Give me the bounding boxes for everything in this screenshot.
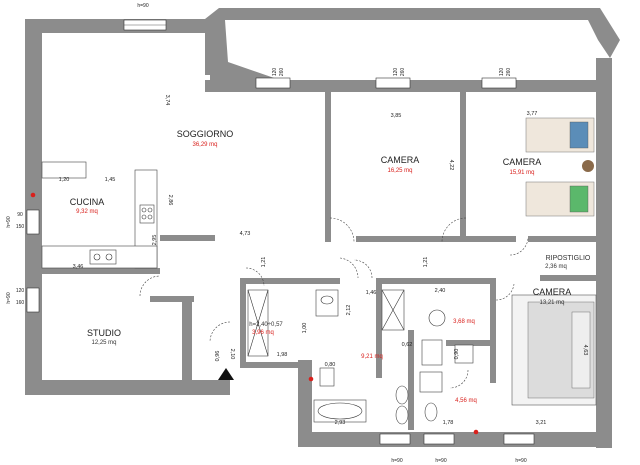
dim-473: 4,73 <box>240 231 251 237</box>
dim-293: 2,93 <box>335 420 346 426</box>
dim-096: 0,96 <box>215 351 221 362</box>
kitchen-counter <box>41 161 158 269</box>
window-bot-2: h=90 <box>435 458 446 464</box>
window-left2-h: h=90 <box>6 292 12 303</box>
room-area-cucina: 9,32 mq <box>76 209 98 215</box>
room-area-bagno-d: 4,56 mq <box>455 398 477 404</box>
dim-062: 0,62 <box>402 342 413 348</box>
room-area-camera-2: 15,91 mq <box>509 170 534 176</box>
window-left1-a: 90 <box>17 212 23 218</box>
window-1-b: 260 <box>279 68 285 77</box>
room-area-bagno-a: 3,96 mq <box>252 330 274 336</box>
dim-178: 1,78 <box>443 420 454 426</box>
dim-295: 2,95 <box>152 235 158 246</box>
dim-385: 3,85 <box>391 113 402 119</box>
dim-346: 3,46 <box>73 264 84 270</box>
dim-463: 4,63 <box>582 345 588 356</box>
beds <box>511 117 597 406</box>
dim-210: 2,10 <box>229 349 235 360</box>
window-left2-b: 160 <box>16 300 25 306</box>
dim-377: 3,77 <box>527 111 538 117</box>
room-name-camera-1: CAMERA <box>381 155 420 165</box>
dim-146: 1,46 <box>366 290 377 296</box>
room-area-soggiorno: 36,29 mq <box>192 142 217 148</box>
room-name-camera-2: CAMERA <box>503 157 542 167</box>
room-labels: SOGGIORNO 36,29 mq CUCINA 9,32 mq STUDIO… <box>70 129 591 404</box>
window-2-b: 260 <box>400 68 406 77</box>
dim-100: 1,00 <box>302 323 308 334</box>
dim-240: 2,40 <box>435 288 446 294</box>
room-area-camera-1: 16,25 mq <box>387 168 412 174</box>
dim-286: 2,86 <box>167 195 173 206</box>
room-name-studio: STUDIO <box>87 328 121 338</box>
dim-198: 1,98 <box>277 352 288 358</box>
door-swings <box>139 217 529 389</box>
dim-212: 2,12 <box>346 305 352 316</box>
window-left2-a: 120 <box>16 288 25 294</box>
room-name-camera-3: CAMERA <box>533 287 572 297</box>
dimension-labels: 3,74 3,85 3,77 4,22 4,73 3,46 1,20 1,45 … <box>59 95 588 426</box>
dim-374: 3,74 <box>164 95 170 106</box>
room-name-soggiorno: SOGGIORNO <box>177 129 234 139</box>
window-bot-1: h=90 <box>391 458 402 464</box>
dim-422: 4,22 <box>448 160 454 171</box>
room-area-studio: 12,25 mq <box>91 340 116 346</box>
dim-090: 0,90 <box>454 349 460 360</box>
room-name-ripostiglio: RIPOSTIGLIO <box>546 255 591 262</box>
dim-321: 3,21 <box>536 420 547 426</box>
dim-121-b: 1,21 <box>423 257 429 268</box>
room-area-bagno-c: 3,68 mq <box>453 319 475 325</box>
bagno-a-note: h=2,40÷0,57 <box>249 322 283 328</box>
window-top-h: h=90 <box>137 3 148 9</box>
window-left1-b: 150 <box>16 224 25 230</box>
dim-080: 0,80 <box>325 362 336 368</box>
inner-walls <box>42 92 598 430</box>
room-area-camera-3: 13,21 mq <box>539 300 564 306</box>
window-bot-3: h=90 <box>515 458 526 464</box>
window-left1-h: h=90 <box>6 216 12 227</box>
dim-121-a: 1,21 <box>261 257 267 268</box>
bathroom-fixtures <box>247 289 474 425</box>
entrance-marker <box>218 368 234 380</box>
window-2-a: 120 <box>393 68 399 77</box>
window-marks <box>26 19 535 445</box>
window-3-b: 260 <box>506 68 512 77</box>
room-area-ripostiglio: 2,36 mq <box>545 264 567 270</box>
red-dots <box>30 192 479 435</box>
dim-145: 1,45 <box>105 177 116 183</box>
room-area-bagno-b: 9,21 mq <box>361 354 383 360</box>
window-3-a: 120 <box>499 68 505 77</box>
window-labels: h=90 120 260 120 260 120 260 h=90 90 150… <box>6 3 527 464</box>
window-1-a: 120 <box>272 68 278 77</box>
room-name-cucina: CUCINA <box>70 197 105 207</box>
dim-120: 1,20 <box>59 177 70 183</box>
